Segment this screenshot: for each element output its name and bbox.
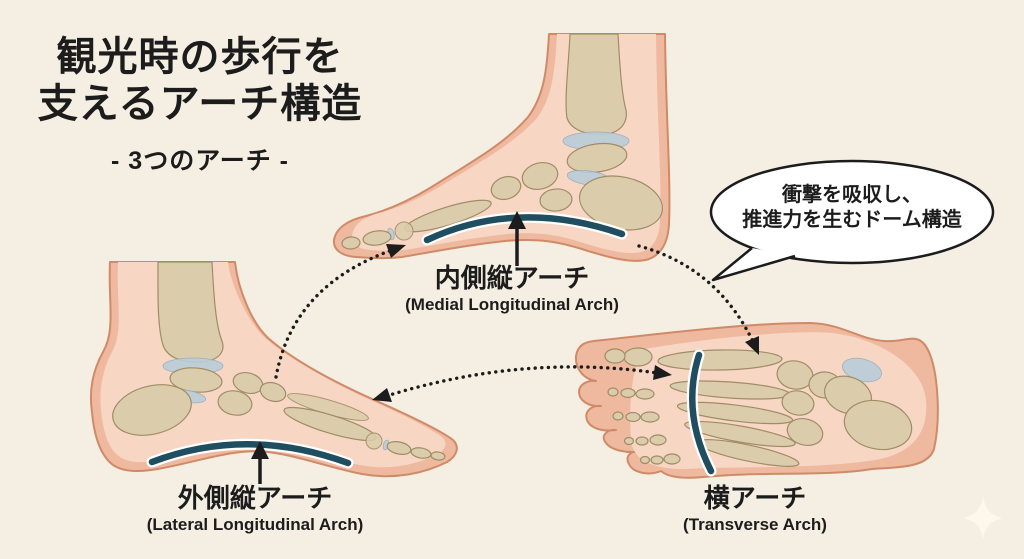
transverse-arch-en-label: (Transverse Arch)	[683, 515, 827, 534]
sparkle-icon	[964, 496, 1002, 540]
callout-line-1: 衝撃を吸収し、	[782, 184, 922, 206]
page-title: 観光時の歩行を 支えるアーチ構造 - 3つのアーチ -	[18, 34, 382, 177]
title-line-2: 支えるアーチ構造	[37, 81, 363, 126]
medial-label-pointer	[508, 211, 526, 266]
title-line-1: 観光時の歩行を	[56, 35, 344, 79]
dotted-arrow-lateral-transverse	[372, 365, 672, 402]
lateral-arch-jp-label: 外側縦アーチ	[177, 483, 333, 513]
medial-arch-en-label: (Medial Longitudinal Arch)	[405, 295, 619, 314]
lateral-arch-line	[148, 441, 352, 467]
transverse-arch-jp-label: 横アーチ	[703, 483, 807, 513]
label-medial-arch: 内側縦アーチ (Medial Longitudinal Arch)	[352, 264, 672, 315]
callout-line-2: 推進力を生むドーム構造	[742, 209, 962, 231]
callout-text: 衝撃を吸収し、 推進力を生むドーム構造	[717, 183, 987, 233]
foot-dorsal-view	[574, 322, 939, 479]
foot-medial-view	[332, 33, 671, 262]
label-transverse-arch: 横アーチ (Transverse Arch)	[595, 484, 915, 535]
label-lateral-arch: 外側縦アーチ (Lateral Longitudinal Arch)	[95, 484, 415, 535]
lateral-label-pointer	[251, 441, 269, 484]
lateral-arch-en-label: (Lateral Longitudinal Arch)	[146, 515, 364, 534]
dotted-arrow-lateral-to-medial	[274, 244, 406, 379]
title-subtitle: - 3つのアーチ -	[111, 146, 289, 175]
medial-arch-line	[423, 214, 626, 244]
dotted-arrow-medial-to-transverse	[637, 244, 759, 355]
speech-bubble	[709, 159, 995, 282]
medial-arch-jp-label: 内側縦アーチ	[434, 263, 590, 293]
transverse-arch-line	[689, 351, 715, 475]
foot-lateral-view	[89, 261, 458, 478]
